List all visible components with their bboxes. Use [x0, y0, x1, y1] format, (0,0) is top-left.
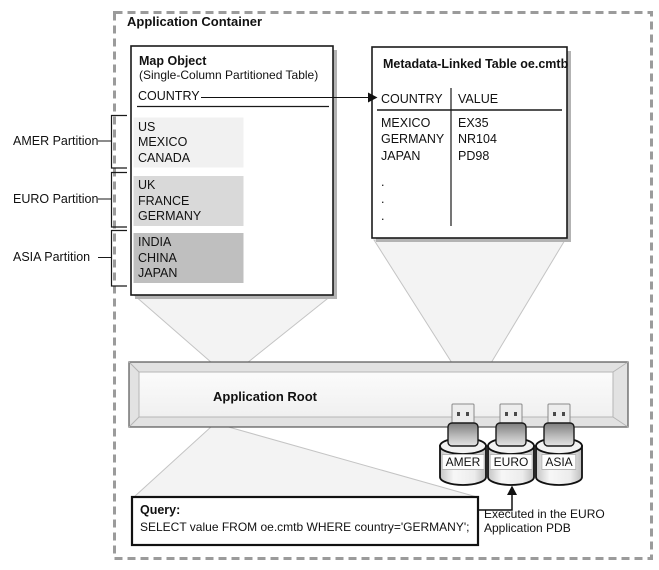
metadata-table-title: Metadata-Linked Table oe.cmtb	[383, 57, 569, 71]
table-cell: NR104	[458, 132, 497, 146]
query-box	[130, 495, 480, 547]
table-cell: PD98	[458, 149, 490, 163]
table-ellipsis: .	[381, 209, 385, 223]
plug-icon-euro	[495, 403, 527, 447]
partition-row: MEXICO	[138, 135, 188, 149]
map-column-header: COUNTRY	[138, 89, 200, 103]
plug-icon-amer	[447, 403, 479, 447]
partition-row: CHINA	[138, 251, 177, 265]
asia-partition-band	[133, 233, 244, 283]
partition-row: UK	[138, 178, 156, 192]
map-object-title: Map Object	[139, 54, 207, 68]
table-cell: MEXICO	[381, 116, 431, 130]
plug-icon-asia	[543, 403, 575, 447]
pdb-label-euro: EURO	[489, 454, 533, 470]
pdb-label-asia: ASIA	[541, 454, 577, 470]
application-root-label: Application Root	[213, 389, 317, 404]
table-cell: EX35	[458, 116, 489, 130]
amer-bracket	[110, 114, 127, 169]
annotation-arrow-line	[479, 491, 513, 511]
euro-partition-label: EURO Partition	[13, 192, 99, 206]
annotation-arrowhead-icon	[507, 485, 517, 495]
query-title: Query:	[140, 503, 181, 517]
table-ellipsis: .	[381, 192, 385, 206]
asia-bracket	[110, 229, 127, 287]
funnel-root-to-query	[132, 425, 478, 498]
asia-partition-label: ASIA Partition	[13, 250, 91, 264]
table-cell: GERMANY	[381, 132, 445, 146]
container-title: Application Container	[127, 14, 263, 29]
funnel-map-to-root	[132, 294, 334, 364]
partition-row: INDIA	[138, 235, 172, 249]
table-ellipsis: .	[381, 175, 385, 189]
metadata-col-country: COUNTRY	[381, 92, 443, 106]
metadata-table-box	[371, 46, 568, 239]
pdb-label-amer: AMER	[441, 454, 485, 470]
amer-partition-band	[133, 117, 244, 168]
euro-partition-band	[133, 176, 244, 226]
query-sql: SELECT value FROM oe.cmtb WHERE country=…	[140, 520, 470, 534]
euro-bracket	[110, 171, 127, 228]
partition-row: JAPAN	[138, 266, 178, 280]
application-root-bar	[128, 361, 629, 428]
country-link-arrowhead-icon	[368, 92, 378, 103]
partition-row: CANADA	[138, 151, 191, 165]
table-cell: JAPAN	[381, 149, 421, 163]
partition-row: FRANCE	[138, 194, 190, 208]
annotation-executed-in-euro: Executed in the EURO Application PDB	[484, 507, 605, 535]
partition-row: US	[138, 120, 156, 134]
partition-row: GERMANY	[138, 209, 202, 223]
funnel-table-to-root	[373, 239, 566, 364]
amer-partition-label: AMER Partition	[13, 134, 99, 148]
metadata-col-value: VALUE	[458, 92, 499, 106]
map-object-subtitle: (Single-Column Partitioned Table)	[139, 68, 319, 82]
